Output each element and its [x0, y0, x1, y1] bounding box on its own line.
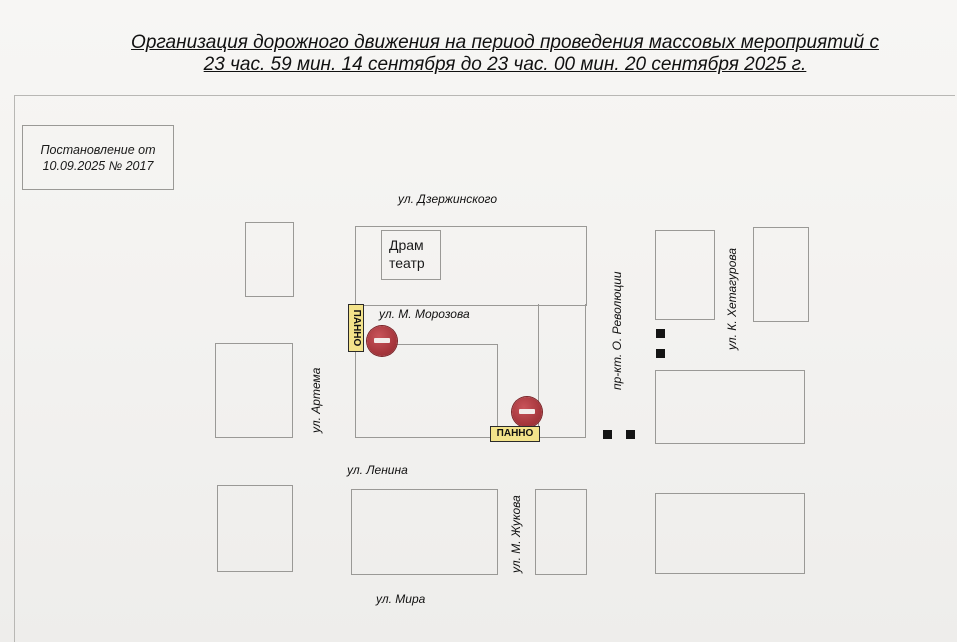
city-block [351, 489, 498, 575]
street-label-mira: ул. Мира [376, 592, 426, 606]
title-line-2: 23 час. 59 мин. 14 сентября до 23 час. 0… [203, 54, 807, 75]
panno-label: ПАННО [496, 428, 534, 439]
barrier-marker-icon [656, 329, 665, 338]
city-block [753, 227, 809, 322]
street-label-revolyutsii: пр-кт. О. Революции [610, 271, 624, 390]
block-edge [585, 304, 586, 438]
street-label-zhukova: ул. М. Жукова [509, 495, 523, 573]
decree-box: Постановление от 10.09.2025 № 2017 [22, 125, 174, 190]
city-block [215, 343, 293, 438]
city-block [245, 222, 294, 297]
barrier-marker-icon [656, 349, 665, 358]
barrier-marker-icon [603, 430, 612, 439]
decree-line-1: Постановление от [40, 143, 156, 157]
street-label-lenina: ул. Ленина [347, 463, 408, 477]
title-line-1: Организация дорожного движения на период… [131, 32, 879, 53]
page-title: Организация дорожного движения на период… [60, 32, 950, 76]
street-label-morozova: ул. М. Морозова [379, 307, 470, 321]
street-label-khetagurova: ул. К. Хетагурова [725, 247, 739, 350]
city-block [655, 230, 715, 320]
block-edge [355, 437, 586, 438]
panno-sign-horizontal: ПАННО [490, 426, 540, 442]
panno-label: ПАННО [351, 309, 362, 347]
city-block [655, 493, 805, 574]
block-edge [355, 304, 356, 438]
no-entry-sign-icon [367, 326, 397, 356]
panno-sign-vertical: ПАННО [348, 304, 364, 352]
drama-theatre: Драм театр [381, 230, 441, 280]
block-edge [538, 304, 539, 438]
street-label-dzerzhinskogo: ул. Дзержинского [398, 192, 497, 206]
decree-line-2: 10.09.2025 № 2017 [42, 159, 154, 173]
block-edge [497, 344, 498, 437]
city-block [655, 370, 805, 444]
theatre-label-line-1: Драм [389, 237, 424, 253]
barrier-marker-icon [626, 430, 635, 439]
city-block [217, 485, 293, 572]
city-block-theatre [355, 226, 587, 306]
city-block [535, 489, 587, 575]
map-frame [14, 95, 955, 642]
no-entry-sign-icon [512, 397, 542, 427]
theatre-label-line-2: театр [389, 255, 425, 271]
street-label-artema: ул. Артема [309, 367, 323, 433]
block-edge [392, 344, 498, 345]
